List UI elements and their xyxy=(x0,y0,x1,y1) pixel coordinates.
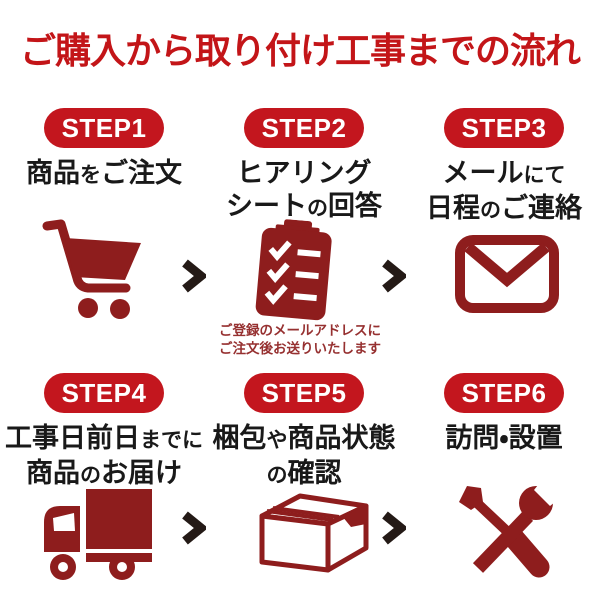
step5-label-line2: の確認 xyxy=(266,458,342,488)
step4-label: 工事日前日までに 商品のお届け xyxy=(4,422,204,492)
step2-label-line1: ヒアリング xyxy=(236,158,372,188)
step2-label-line2: シートの回答 xyxy=(226,191,382,221)
arrow-right-icon xyxy=(380,511,409,545)
step3-section: STEP3 メールにて 日程のご連絡 xyxy=(404,108,600,227)
step2-section: STEP2 ヒアリング シートの回答 xyxy=(204,108,404,225)
step6-section: STEP6 訪問・設置 xyxy=(404,373,600,455)
truck-icon xyxy=(36,486,158,582)
box-icon xyxy=(254,482,374,574)
tools-icon xyxy=(454,478,564,582)
step3-label-line2: 日程のご連絡 xyxy=(426,193,582,223)
step2-label: ヒアリング シートの回答 xyxy=(204,157,404,225)
step1-label: 商品をご注文 xyxy=(4,157,204,192)
step4-label-line1: 工事日前日までに xyxy=(5,423,203,453)
step4-label-line2: 商品のお届け xyxy=(26,458,182,488)
step5-badge: STEP5 xyxy=(244,373,364,413)
step6-badge: STEP6 xyxy=(444,373,564,413)
step1-section: STEP1 商品をご注文 xyxy=(4,108,204,192)
step3-label-line1: メールにて xyxy=(442,158,566,188)
cart-icon xyxy=(34,216,146,324)
step2-badge: STEP2 xyxy=(244,108,364,148)
hearing-sheet-note: ご登録のメールアドレスに ご注文後お送りいたします xyxy=(200,322,400,358)
arrow-right-icon xyxy=(380,259,409,293)
mail-icon xyxy=(454,234,560,314)
note-line2: ご注文後お送りいたします xyxy=(219,341,381,356)
step4-badge: STEP4 xyxy=(44,373,164,413)
step6-label: 訪問・設置 xyxy=(404,422,600,455)
clipboard-icon xyxy=(250,217,338,324)
step6-label-line: 訪問・設置 xyxy=(445,423,563,453)
page-title: ご購入から取り付け工事までの流れ xyxy=(19,30,581,71)
step5-section: STEP5 梱包や商品状態 の確認 xyxy=(204,373,404,492)
step1-badge: STEP1 xyxy=(44,108,164,148)
step3-label: メールにて 日程のご連絡 xyxy=(404,157,600,227)
arrow-right-icon xyxy=(180,259,209,293)
note-line1: ご登録のメールアドレスに xyxy=(219,323,381,338)
step3-badge: STEP3 xyxy=(444,108,564,148)
step4-section: STEP4 工事日前日までに 商品のお届け xyxy=(4,373,204,492)
arrow-right-icon xyxy=(180,511,209,545)
step1-label-line: 商品をご注文 xyxy=(26,158,182,188)
step5-label-line1: 梱包や商品状態 xyxy=(212,423,396,453)
step5-label: 梱包や商品状態 の確認 xyxy=(204,422,404,492)
